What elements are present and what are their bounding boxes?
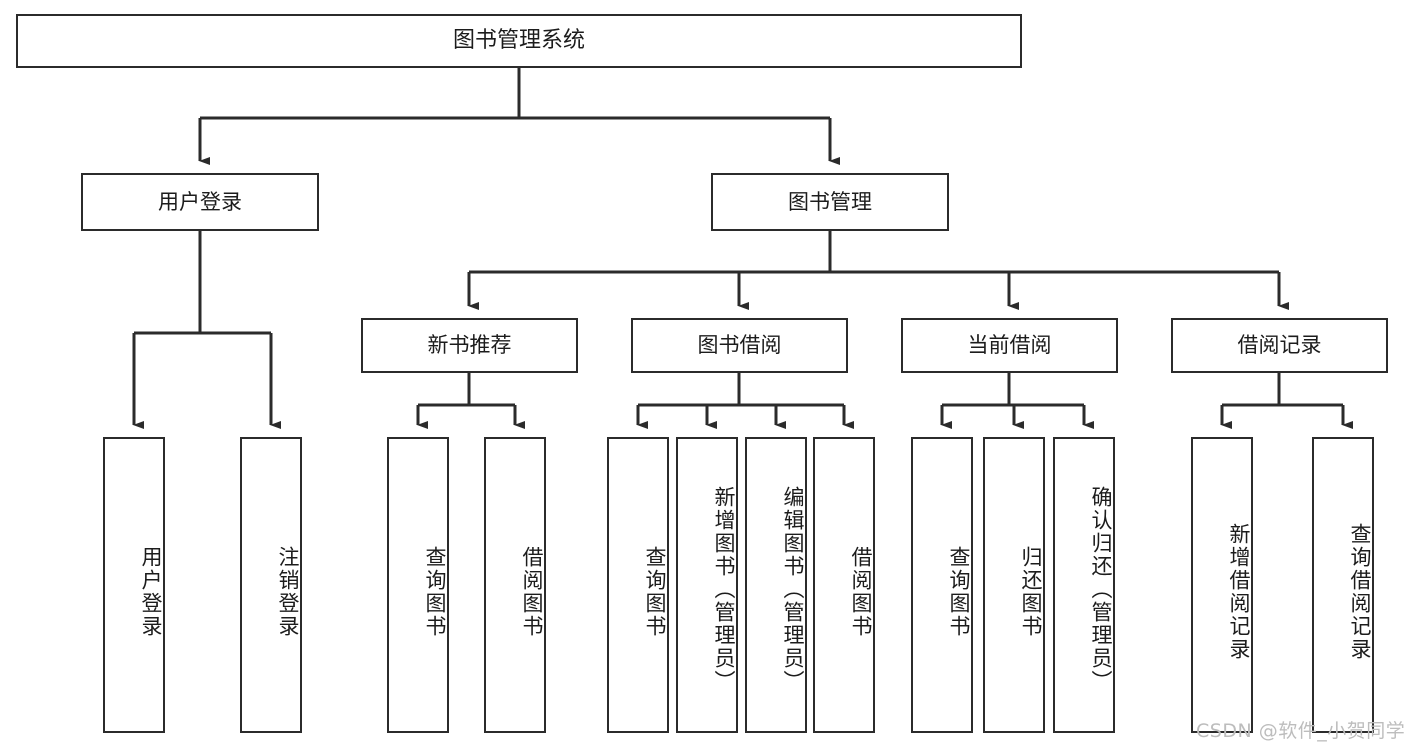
leaf-return-book[interactable]: 归还图书: [983, 437, 1045, 733]
node-label: 图书借阅: [697, 333, 782, 358]
node-book-borrow[interactable]: 图书借阅: [631, 318, 848, 373]
node-label: 借阅图书: [520, 546, 544, 638]
node-label: 用户登录: [158, 189, 242, 214]
node-root-system[interactable]: 图书管理系统: [16, 14, 1022, 68]
node-label: 用户登录: [139, 546, 163, 638]
node-borrow-records[interactable]: 借阅记录: [1171, 318, 1388, 373]
node-current-borrow[interactable]: 当前借阅: [901, 318, 1118, 373]
leaf-query-book-recommend[interactable]: 查询图书: [387, 437, 449, 733]
leaf-confirm-return-admin[interactable]: 确认归还（管理员）: [1053, 437, 1115, 733]
leaf-borrow-book-recommend[interactable]: 借阅图书: [484, 437, 546, 733]
node-label: 查询借阅记录: [1348, 523, 1372, 661]
node-label: 图书管理: [788, 189, 872, 214]
leaf-query-book-borrow[interactable]: 查询图书: [607, 437, 669, 733]
node-label: 确认归还（管理员）: [1089, 485, 1113, 693]
node-label: 归还图书: [1019, 546, 1043, 638]
leaf-query-borrow-record[interactable]: 查询借阅记录: [1312, 437, 1374, 733]
node-label: 注销登录: [276, 546, 300, 638]
node-label: 新书推荐: [427, 333, 512, 358]
node-label: 编辑图书（管理员）: [781, 485, 805, 693]
node-label: 当前借阅: [967, 333, 1052, 358]
node-label: 新增借阅记录: [1227, 523, 1251, 661]
leaf-add-borrow-record[interactable]: 新增借阅记录: [1191, 437, 1253, 733]
leaf-edit-book-admin[interactable]: 编辑图书（管理员）: [745, 437, 807, 733]
node-label: 查询图书: [423, 546, 447, 638]
node-label: 新增图书（管理员）: [712, 485, 736, 693]
leaf-lend-book[interactable]: 借阅图书: [813, 437, 875, 733]
leaf-user-login[interactable]: 用户登录: [103, 437, 165, 733]
leaf-user-logout[interactable]: 注销登录: [240, 437, 302, 733]
leaf-query-book-current[interactable]: 查询图书: [911, 437, 973, 733]
node-user-login[interactable]: 用户登录: [81, 173, 319, 231]
node-label: 查询图书: [643, 546, 667, 638]
node-label: 图书管理系统: [452, 28, 585, 54]
node-label: 借阅图书: [849, 546, 873, 638]
node-label: 借阅记录: [1237, 333, 1322, 358]
csdn-watermark: CSDN @软件_小贺同学: [1196, 720, 1405, 742]
node-label: 查询图书: [947, 546, 971, 638]
node-book-management[interactable]: 图书管理: [711, 173, 949, 231]
node-new-book-recommend[interactable]: 新书推荐: [361, 318, 578, 373]
leaf-add-book-admin[interactable]: 新增图书（管理员）: [676, 437, 738, 733]
